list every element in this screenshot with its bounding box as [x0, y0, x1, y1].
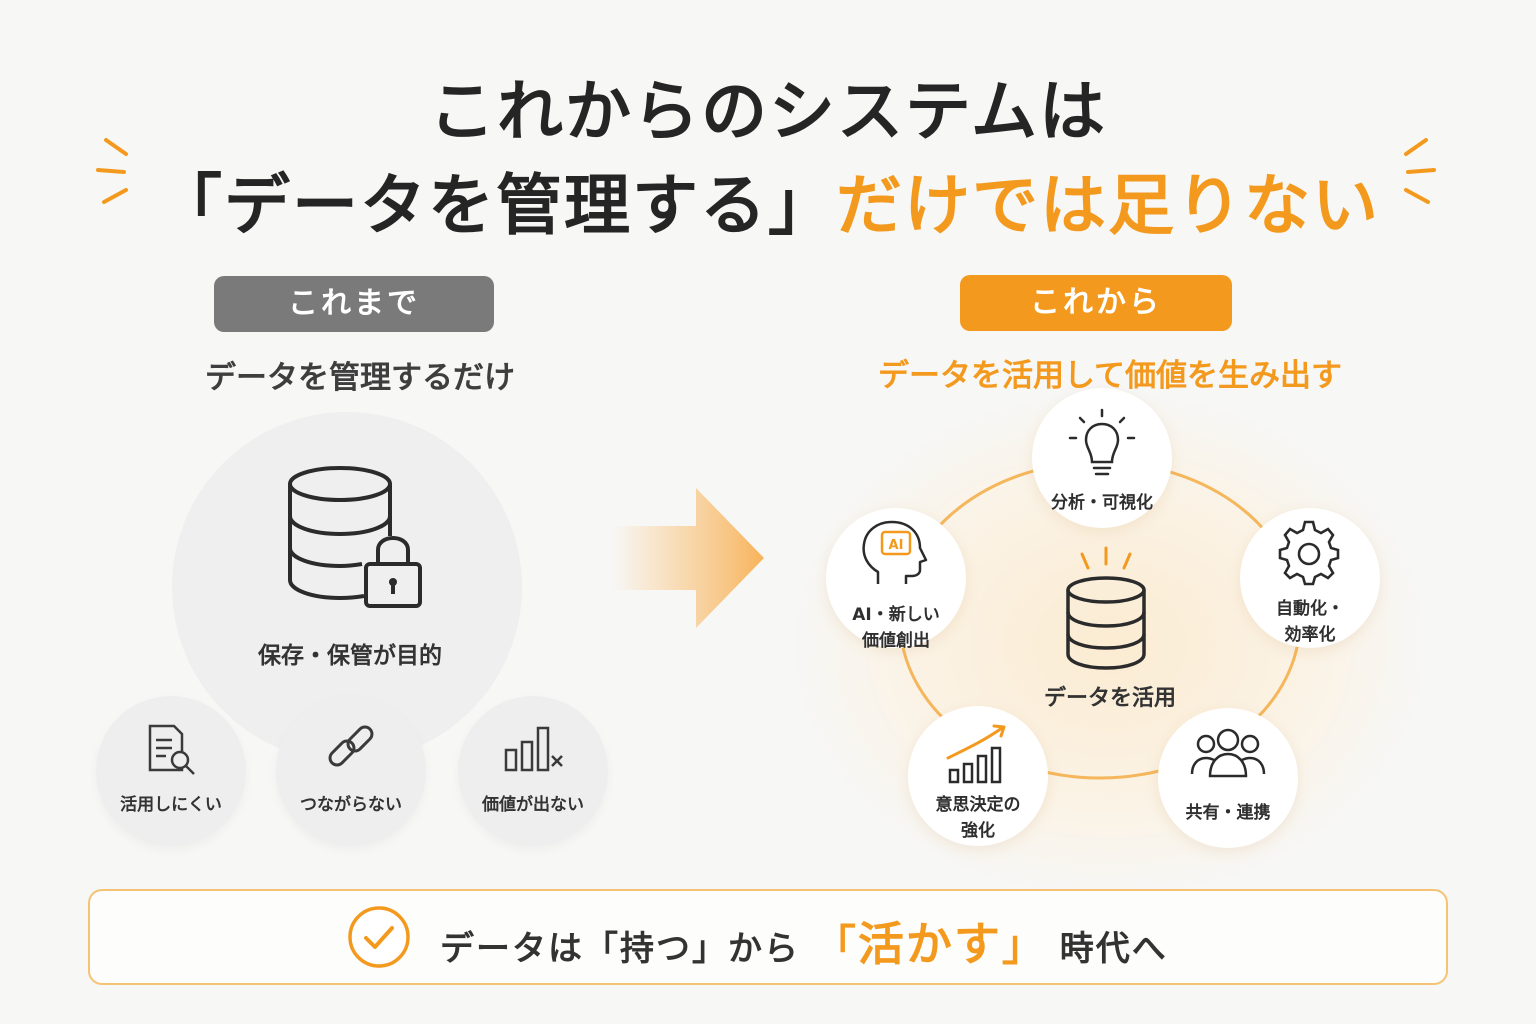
left-sparkle-icon — [96, 138, 128, 204]
bar-chart-x-icon — [504, 726, 563, 772]
title-line-2: 「データを管理する」だけでは足りない — [0, 152, 1536, 248]
before-subheading: データを管理するだけ — [205, 360, 515, 396]
node-ai-label-line2: 価値創出 — [862, 631, 930, 651]
conclusion-text: データは「持つ」から 「活かす」 時代へ — [440, 908, 1168, 974]
database-lock-icon — [288, 466, 422, 608]
title-line-2-orange: だけでは足りない — [836, 167, 1380, 244]
before-pill: これまで — [214, 276, 494, 332]
issue-circle-not-connected — [276, 696, 426, 846]
issue-label-hard-to-use: 活用しにくい — [120, 795, 222, 815]
center-label: データを活用 — [1043, 686, 1176, 711]
ai-head-icon: AI — [862, 520, 928, 584]
node-decision-label-line2: 強化 — [961, 821, 995, 841]
conclusion-highlight: 活かす — [857, 917, 1002, 971]
node-sharing — [1158, 708, 1298, 848]
title-line-1: これからのシステムは — [428, 73, 1108, 150]
node-automation-label: 自動化・ 効率化 — [1230, 596, 1390, 648]
node-sharing-label: 共有・連携 — [1185, 803, 1271, 823]
center-database-icon — [1066, 546, 1146, 670]
conclusion-close-bracket: 」 — [1001, 921, 1046, 970]
people-group-icon — [1190, 728, 1266, 778]
gear-icon — [1278, 520, 1340, 586]
right-sparkle-icon — [1404, 138, 1436, 204]
node-decision-label-line1: 意思決定の — [935, 795, 1021, 815]
node-automation — [1240, 508, 1380, 648]
conclusion-part1: データは「持つ」から — [440, 929, 800, 969]
link-icon — [328, 725, 374, 767]
document-search-icon — [148, 724, 195, 775]
conclusion-banner — [88, 889, 1448, 985]
after-pill: これから — [960, 275, 1232, 331]
node-decision-label: 意思決定の 強化 — [898, 792, 1058, 844]
issue-label-not-connected: つながらない — [300, 795, 402, 815]
transition-arrow-icon — [612, 488, 764, 628]
conclusion-part2: 時代へ — [1059, 929, 1168, 969]
node-automation-label-line2: 効率化 — [1284, 625, 1336, 645]
conclusion-open-bracket: 「 — [813, 921, 858, 970]
node-automation-label-line1: 自動化・ — [1276, 599, 1344, 619]
issue-label-no-value: 価値が出ない — [482, 795, 584, 815]
checkmark-icon — [348, 906, 410, 968]
node-ai-label: AI・新しい 価値創出 — [816, 602, 976, 654]
title-line-2-dark: 「データを管理する」 — [156, 167, 836, 244]
svg-text:AI: AI — [889, 538, 904, 553]
growth-chart-icon — [946, 724, 1006, 784]
lightbulb-icon — [1068, 408, 1136, 476]
before-main-label: 保存・保管が目的 — [258, 643, 442, 669]
node-analysis-label: 分析・可視化 — [1051, 493, 1153, 513]
node-ai-label-line1: AI・新しい — [852, 605, 940, 625]
